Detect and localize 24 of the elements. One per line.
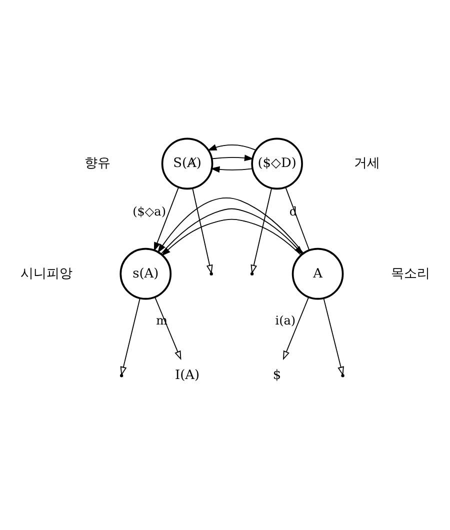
edge-label: ($◇a) xyxy=(132,204,166,218)
arrow xyxy=(282,296,310,360)
node-text: $ xyxy=(272,368,282,383)
arrow xyxy=(120,297,140,376)
arrow xyxy=(323,297,344,376)
connector xyxy=(285,186,310,250)
node-circle: ($◇D) xyxy=(251,137,303,190)
label: 목소리 xyxy=(390,266,430,281)
arrow xyxy=(154,296,182,360)
arrow xyxy=(161,218,302,256)
arrow xyxy=(154,186,180,252)
node-circle: A xyxy=(292,247,344,300)
node-text: I(A) xyxy=(175,368,200,383)
arrow xyxy=(192,187,213,274)
arrow xyxy=(210,166,253,172)
arrow xyxy=(211,154,254,161)
label: 시니피앙 xyxy=(20,266,73,281)
arrow xyxy=(250,187,272,274)
edge-label: i(a) xyxy=(275,313,296,328)
arrow xyxy=(207,144,256,150)
label: 거세 xyxy=(354,156,380,171)
label: 향유 xyxy=(84,156,111,171)
node-circle: S(Ⱥ) xyxy=(161,137,214,190)
arrow xyxy=(158,197,304,254)
